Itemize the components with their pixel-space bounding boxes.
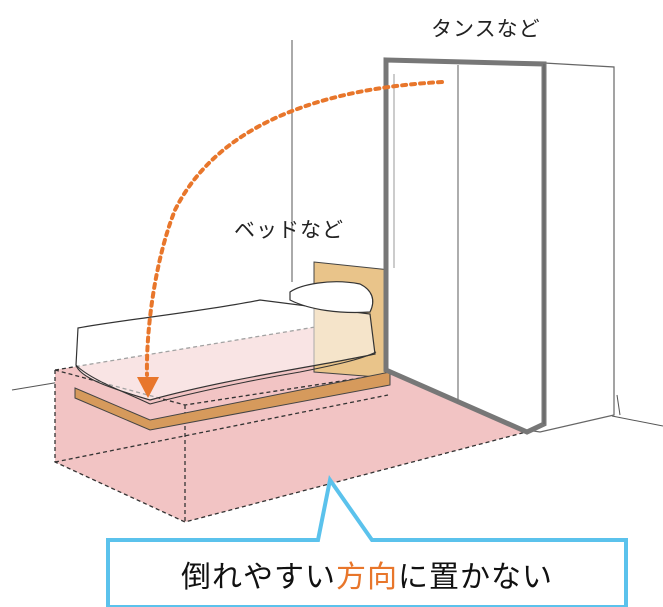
fall-arrow-icon — [137, 80, 444, 398]
callout-text-after: に置かない — [398, 559, 553, 595]
wardrobe-label: タンスなど — [431, 17, 541, 41]
bed-label: ベッドなど — [234, 218, 344, 242]
callout-text-before: 倒れやすい — [181, 559, 336, 595]
callout-text-highlight: 方向 — [336, 559, 398, 595]
wardrobe — [383, 57, 615, 435]
room-lines — [11, 40, 663, 427]
callout-bubble — [106, 475, 628, 607]
callout-text: 倒れやすい方向に置かない — [108, 540, 626, 607]
